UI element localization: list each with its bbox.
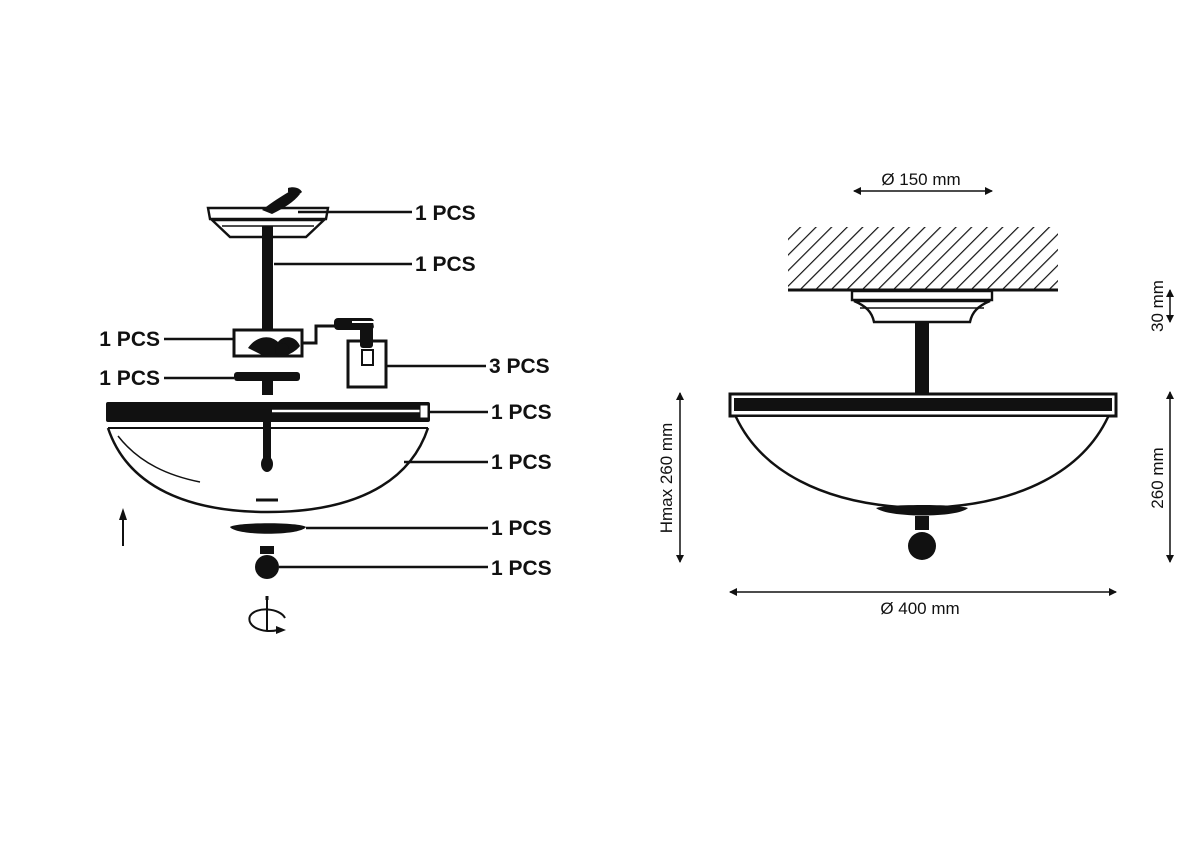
- svg-text:Ø 150 mm: Ø 150 mm: [881, 170, 960, 189]
- dim-max-height: Hmax 260 mm: [657, 392, 684, 563]
- leader-lines: [164, 210, 488, 569]
- ceiling-hatch: [788, 227, 1058, 292]
- ring-frame-part: [106, 402, 430, 422]
- svg-text:Ø 400 mm: Ø 400 mm: [880, 599, 959, 618]
- part-label-ceiling-canopy: 1 PCS: [415, 202, 476, 225]
- part-label-finial: 1 PCS: [491, 557, 552, 580]
- up-arrow-icon: [119, 508, 127, 546]
- assembled-glass-bowl: [734, 416, 1110, 510]
- part-label-bottom-cap: 1 PCS: [491, 517, 552, 540]
- assembled-canopy: [850, 289, 994, 324]
- assembled-view: Ø 150 mm 30 mm Hmax 260 mm 260 mm Ø 400 …: [657, 170, 1174, 618]
- nut-part: [234, 372, 300, 395]
- part-label-ring-frame: 1 PCS: [491, 401, 552, 424]
- svg-text:30 mm: 30 mm: [1148, 280, 1167, 332]
- part-label-glass-bowl: 1 PCS: [491, 451, 552, 474]
- rotate-icon: [248, 596, 286, 634]
- rod-part: [262, 226, 273, 330]
- dim-height: 260 mm: [1148, 391, 1174, 563]
- exploded-view: 1 PCS 1 PCS 1 PCS 1 PCS 3 PCS 1 PCS 1 PC…: [99, 187, 552, 634]
- bottom-cap-part: [230, 523, 306, 534]
- center-rod-part: [256, 422, 278, 502]
- part-label-rod: 1 PCS: [415, 253, 476, 276]
- part-label-holder-block: 1 PCS: [99, 328, 160, 351]
- part-label-nut: 1 PCS: [99, 367, 160, 390]
- svg-text:Hmax 260 mm: Hmax 260 mm: [657, 423, 676, 534]
- dim-diameter: Ø 400 mm: [729, 588, 1117, 618]
- part-label-bulb-socket: 3 PCS: [489, 355, 550, 378]
- assembled-ring-frame: [728, 392, 1118, 418]
- assembled-rod: [915, 322, 929, 394]
- bulb-socket-part: [346, 326, 388, 389]
- holder-block-part: [232, 318, 377, 358]
- assembled-finial: [876, 505, 968, 560]
- finial-part: [255, 546, 279, 579]
- svg-text:260 mm: 260 mm: [1148, 447, 1167, 508]
- dim-canopy-diameter: Ø 150 mm: [853, 170, 993, 195]
- dim-canopy-height: 30 mm: [1148, 280, 1174, 332]
